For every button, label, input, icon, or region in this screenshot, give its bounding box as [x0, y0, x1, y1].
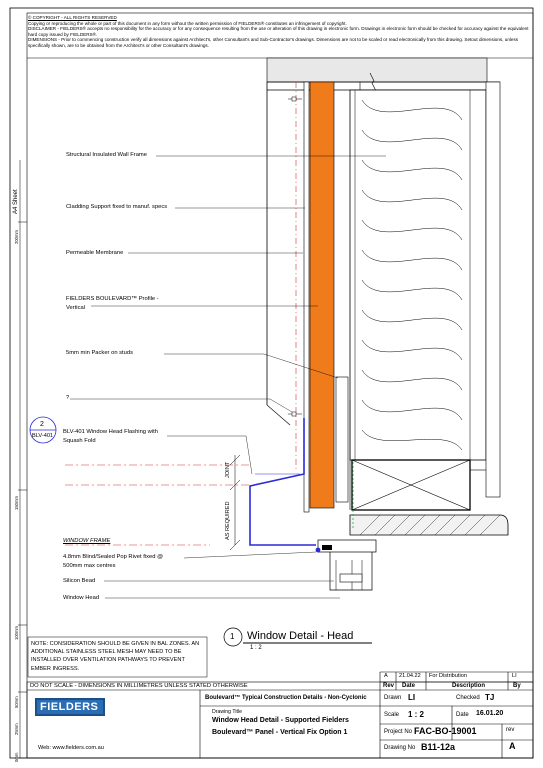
rev-label: rev	[506, 727, 515, 733]
view-title: Window Detail - Head	[247, 630, 354, 642]
view-number: 1	[230, 632, 235, 641]
drawing-title-line1: Window Head Detail - Supported Fielders	[212, 717, 349, 724]
detail-ref-number: 2	[40, 421, 44, 428]
callout-packer: 5mm min Packer on studs	[66, 350, 134, 356]
callout-flashing-2: Squash Fold	[63, 438, 96, 444]
drawing-no-value: B11-12a	[421, 742, 456, 752]
callout-rivet-2: 500mm max centres	[63, 563, 116, 569]
dim-as-required: AS REQUIRED	[225, 501, 231, 540]
detail-ref-sheet: BLV-401	[32, 433, 54, 439]
callout-wall-frame: Structural Insulated Wall Frame	[66, 152, 147, 158]
rev-row-description: For Distribution	[429, 673, 467, 679]
bal-note: NOTE: CONSIDERATION SHOULD BE GIVEN IN B…	[31, 641, 200, 672]
callout-membrane: Permeable Membrane	[66, 250, 124, 256]
scale-sheet-label: A4 Sheet	[13, 189, 19, 214]
rev-row-by: LI	[512, 673, 517, 679]
scale-tick-label: 200mm	[14, 230, 19, 244]
logo-text: FIELDERS	[40, 701, 99, 713]
callout-silicon: Silicon Bead	[63, 578, 96, 584]
dim-joint: JOINT	[225, 461, 231, 478]
project-value: FAC-BO-19001	[414, 726, 477, 736]
disclaimer-text: DISCLAIMER - FIELDERS® accepts no respon…	[28, 26, 529, 37]
scale-label: Scale	[384, 712, 400, 718]
date-label: Date	[456, 712, 469, 718]
rev-header-by: By	[513, 683, 521, 689]
rev-header-date: Date	[402, 683, 416, 689]
rev-value: A	[509, 741, 516, 751]
drawn-value: LI	[408, 693, 416, 702]
scale-value: 1 : 2	[408, 710, 425, 719]
scale-tick-label: 0mm	[14, 752, 19, 762]
scale-tick-label: 50mm	[14, 696, 19, 708]
header-notes: © COPYRIGHT - ALL RIGHTS RESERVED Copyin…	[28, 15, 533, 49]
rev-row-date: 21.04.22	[399, 673, 421, 679]
checked-label: Checked	[456, 695, 480, 701]
dimensions-text: DIMENSIONS - Prior to commencing constru…	[28, 37, 519, 48]
scale-tick-label: 25mm	[14, 723, 19, 735]
do-not-scale: DO NOT SCALE - DIMENSIONS IN MILLIMETRES…	[30, 683, 248, 689]
date-value: 16.01.20	[476, 710, 504, 717]
callout-profile: FIELDERS BOULEVARD™ Profile -	[66, 296, 159, 302]
project-label: Project No	[384, 729, 413, 735]
rev-row-rev: A	[384, 673, 388, 679]
copyright-heading: © COPYRIGHT - ALL RIGHTS RESERVED	[28, 15, 117, 20]
checked-value: TJ	[485, 693, 495, 702]
rev-header-rev: Rev	[383, 683, 395, 689]
series-title: Boulevard™ Typical Construction Details …	[205, 695, 367, 701]
copyright-text: Copying or reproducing the whole or part…	[28, 20, 347, 26]
callout-window-frame: WINDOW FRAME	[63, 538, 111, 544]
callout-flashing: BLV-401 Window Head Flashing with	[63, 429, 158, 435]
scale-tick-label: 150mm	[14, 496, 19, 510]
drawing-title-label: Drawing Title	[212, 709, 242, 715]
callout-rivet: 4.8mm Blind/Sealed Pop Rivet fixed @	[63, 554, 163, 560]
callout-profile-2: Vertical	[66, 305, 86, 311]
website: Web: www.fielders.com.au	[38, 745, 104, 751]
callout-window-head: Window Head	[63, 595, 100, 601]
callout-cladding-support: Cladding Support fixed to manuf. specs	[66, 204, 168, 210]
view-scale: 1 : 2	[250, 645, 262, 651]
callout-unknown: ?	[66, 395, 70, 401]
scale-tick-label: 100mm	[14, 626, 19, 640]
drawn-label: Drawn	[384, 695, 402, 701]
drawing-title-line2: Boulevard™ Panel - Vertical Fix Option 1	[212, 729, 348, 736]
drawing-no-label: Drawing No	[384, 745, 416, 751]
rev-header-description: Description	[452, 683, 486, 689]
